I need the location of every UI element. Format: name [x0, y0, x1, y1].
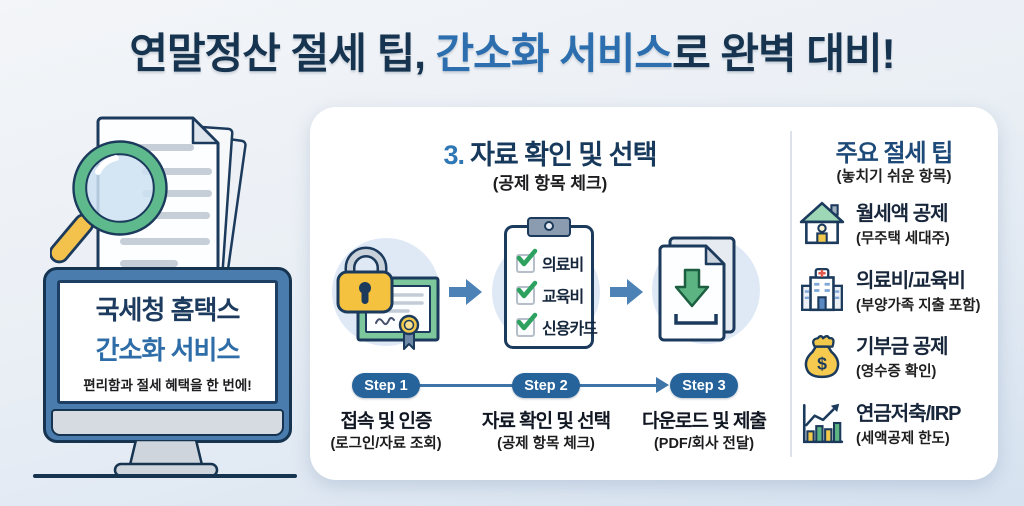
screen-line1: 국세청 홈택스 [95, 295, 241, 325]
page-title: 연말정산 절세 팁, 간소화 서비스로 완벽 대비! [0, 20, 1024, 81]
tip-note: (영수증 확인) [856, 364, 937, 380]
flow-step-number: 3. [443, 140, 466, 170]
flow-arrow-icon [449, 279, 482, 305]
tip-title: 의료비/교육비 [856, 270, 966, 292]
monitor-stand [113, 440, 219, 478]
checklist-item-label: 교육비 [542, 289, 584, 306]
house-icon [799, 201, 845, 244]
checklist-clipboard: 의료비 교육비 신용카드 [504, 217, 598, 349]
title-prefix: 연말정산 절세 팁, [129, 30, 436, 77]
checklist-row: 신용카드 [516, 312, 598, 339]
checkbox-checked-icon [516, 248, 538, 273]
checklist-item-label: 신용카드 [542, 321, 598, 338]
tips-title: 주요 절세 팁 [835, 140, 954, 167]
money-bag-icon: $ [804, 334, 840, 378]
step-pill-2: Step 2 [512, 373, 580, 398]
step-subtitle: (공제 항목 체크) [497, 436, 595, 452]
tip-item-rent: 월세액 공제 (무주택 세대주) [798, 197, 950, 248]
tip-title: 기부금 공제 [856, 336, 949, 358]
main-card: 3.자료 확인 및 선택 (공제 항목 체크) [310, 107, 998, 480]
step-pill-1: Step 1 [352, 373, 420, 398]
step-title: 다운로드 및 제출 [642, 411, 767, 432]
screen-tagline: 편리함과 절세 혜택을 한 번에! [83, 378, 252, 393]
flow-title-text: 자료 확인 및 선택 [470, 140, 657, 170]
ground-line [33, 474, 297, 478]
chart-icon [802, 403, 844, 443]
folded-corner [191, 116, 220, 145]
documents-magnifier-illustration [50, 116, 247, 295]
checklist-row: 의료비 [516, 248, 584, 275]
magnifier-icon [50, 140, 168, 264]
tip-title: 연금저축/IRP [856, 403, 961, 425]
checkbox-checked-icon [516, 280, 538, 305]
download-document-icon [652, 236, 760, 344]
tip-item-donation: $ 기부금 공제 (영수증 확인) [798, 330, 949, 381]
flow-subtitle: (공제 항목 체크) [492, 174, 608, 193]
clipboard-clip-hole [544, 221, 554, 231]
tips-subtitle: (놓치기 쉬운 항목) [836, 168, 952, 185]
tip-item-medical-education: 의료비/교육비 (부양가족 지출 포함) [798, 264, 980, 315]
monitor-chin [51, 409, 284, 436]
flow-title: 3.자료 확인 및 선택 [310, 133, 790, 172]
hospital-icon [801, 267, 843, 311]
checklist-item-label: 의료비 [542, 257, 584, 274]
title-suffix: 로 완벽 대비! [672, 30, 896, 77]
step-subtitle: (PDF/회사 전달) [653, 436, 755, 452]
title-accent: 간소화 서비스 [435, 30, 674, 77]
clipboard-clip [527, 217, 571, 237]
step-pill-3: Step 3 [670, 373, 738, 398]
monitor-screen: 국세청 홈택스 간소화 서비스 편리함과 절세 혜택을 한 번에! [57, 280, 278, 404]
checkbox-checked-icon [516, 312, 538, 337]
panel-divider [790, 131, 792, 457]
monitor-illustration: 국세청 홈택스 간소화 서비스 편리함과 절세 혜택을 한 번에! [43, 267, 292, 443]
tip-note: (세액공제 한도) [856, 431, 950, 447]
dollar-glyph: $ [817, 353, 827, 373]
checklist-row: 교육비 [516, 280, 584, 307]
step-title: 자료 확인 및 선택 [481, 411, 611, 432]
screen-line2: 간소화 서비스 [95, 335, 241, 365]
auth-certificate-icon [332, 238, 440, 350]
flow-arrow-icon [610, 279, 643, 305]
step-subtitle: (로그인/자료 조회) [330, 436, 442, 452]
tip-item-pension: 연금저축/IRP (세액공제 한도) [798, 397, 961, 448]
tip-note: (무주택 세대주) [856, 231, 950, 247]
tip-title: 월세액 공제 [856, 203, 949, 225]
tip-note: (부양가족 지출 포함) [856, 298, 981, 314]
step-title: 접속 및 인증 [340, 411, 433, 432]
step-connector-arrowhead [656, 377, 669, 393]
